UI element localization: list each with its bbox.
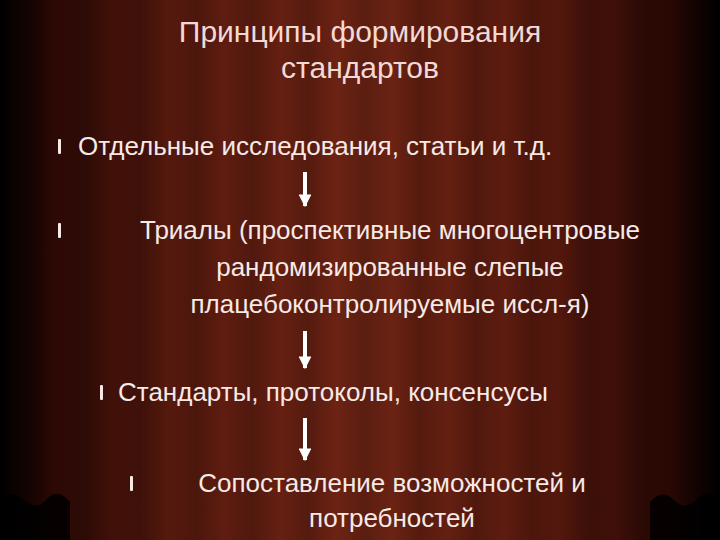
bullet-mark bbox=[58, 139, 61, 154]
bullet-item: Отдельные исследования, статьи и т.д. bbox=[78, 128, 688, 164]
flow-arrow bbox=[303, 172, 307, 206]
item-text: Отдельные исследования, статьи и т.д. bbox=[78, 128, 688, 164]
bullet-item: Стандарты, протоколы, консенсусы bbox=[118, 374, 678, 410]
bullet-mark bbox=[130, 476, 133, 491]
flow-arrow bbox=[303, 331, 307, 368]
bullet-mark bbox=[100, 385, 103, 400]
flow-arrow bbox=[303, 418, 307, 460]
slide-title: Принципы формирования стандартов bbox=[140, 14, 580, 86]
bullet-item: Триалы (проспективные многоцентровые ран… bbox=[78, 212, 702, 323]
bullet-mark bbox=[58, 223, 61, 238]
curtain-hem bbox=[650, 493, 720, 540]
item-text: Сопоставление возможностей и потребносте… bbox=[150, 466, 634, 536]
bullet-item: Сопоставление возможностей и потребносте… bbox=[150, 466, 634, 536]
item-text: Триалы (проспективные многоцентровые ран… bbox=[78, 212, 702, 323]
item-text: Стандарты, протоколы, консенсусы bbox=[118, 374, 678, 410]
curtain-hem bbox=[0, 494, 70, 540]
